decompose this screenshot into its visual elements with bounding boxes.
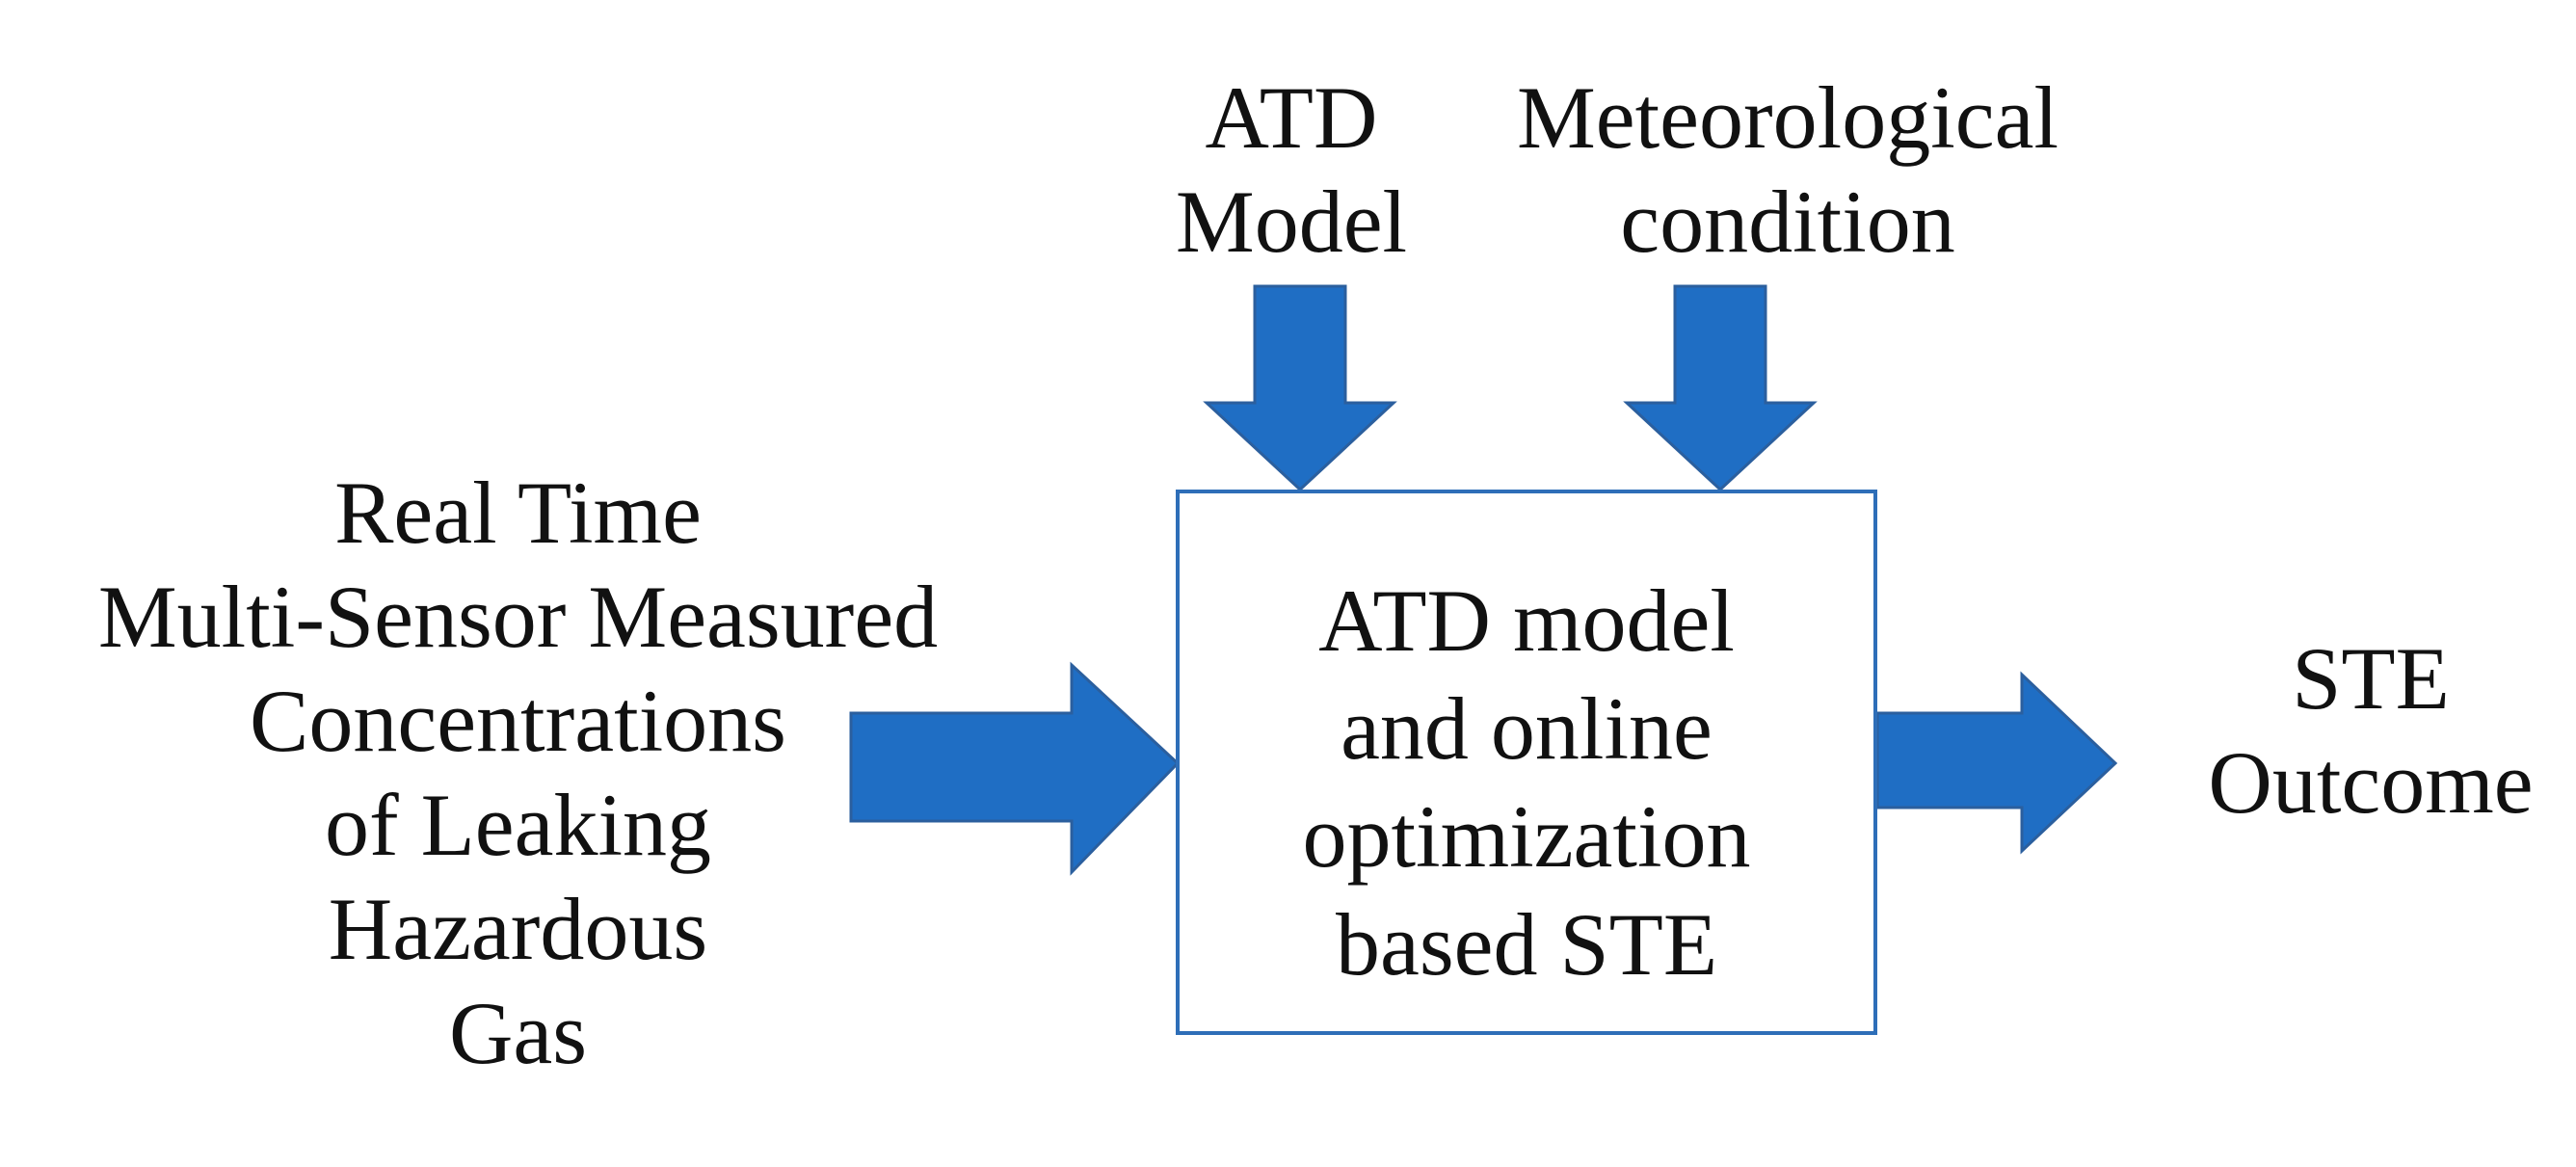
process-box: ATD model and online optimization based … [1176, 490, 1877, 1035]
arrow-meteorological-down [1623, 284, 1818, 492]
sensor-input-label: Real Time Multi-Sensor Measured Concentr… [0, 461, 1036, 1085]
meteorological-line-1: Meteorological [1516, 68, 2059, 167]
process-line-1: ATD model [1318, 571, 1735, 670]
ste-outcome-line-2: Outcome [2208, 733, 2534, 832]
meteorological-condition-label: Meteorological condition [1407, 66, 2168, 274]
process-line-2: and online [1341, 679, 1713, 778]
arrow-atd-model-down [1203, 284, 1397, 492]
process-line-3: optimization [1302, 787, 1751, 886]
arrow-input-right [849, 661, 1181, 876]
ste-outcome-label: STE Outcome [2168, 626, 2573, 835]
sensor-input-line-1: Real Time [334, 464, 702, 562]
sensor-input-line-6: Gas [448, 984, 588, 1082]
atd-model-line-2: Model [1175, 172, 1408, 271]
sensor-input-line-5: Hazardous [328, 880, 708, 978]
atd-model-line-1: ATD [1205, 68, 1378, 167]
atd-model-label: ATD Model [1041, 66, 1542, 274]
sensor-input-line-2: Multi-Sensor Measured [97, 568, 939, 666]
process-label: ATD model and online optimization based … [1180, 567, 1873, 998]
process-line-4: based STE [1335, 895, 1718, 994]
sensor-input-line-3: Concentrations [250, 672, 786, 770]
meteorological-line-2: condition [1620, 172, 1955, 271]
sensor-input-line-4: of Leaking [324, 776, 712, 874]
arrow-output-right [1875, 671, 2118, 855]
ste-outcome-line-1: STE [2292, 629, 2450, 728]
